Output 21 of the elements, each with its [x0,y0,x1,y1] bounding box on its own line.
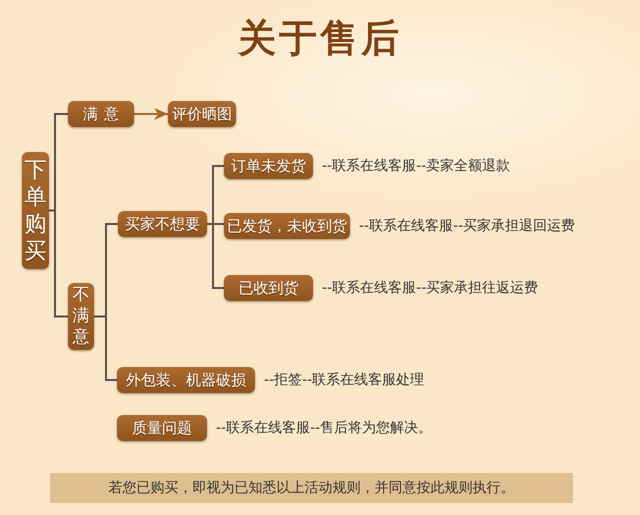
label-box: 订单未发货 [224,153,313,179]
title: 关于售后 [236,15,403,62]
note-text: --联系在线客服--卖家全额退款 [322,157,510,176]
label-box: 质量问题 [117,415,207,441]
arrow [134,108,168,120]
note-text: --联系在线客服--售后将为您解决。 [216,419,432,438]
label-box: 下单购买 [22,152,49,269]
label-box: 外包装、机器破损 [117,367,255,393]
note-text: --拒签--联系在线客服处理 [264,371,424,390]
label-box: 已收到货 [224,275,313,301]
label-box: 买家不想要 [118,211,207,237]
bracket-line [207,223,224,289]
note-text: --联系在线客服--买家承担退回运费 [359,217,576,236]
label-box: 满意 [68,101,134,127]
label-box: 已发货，未收到货 [224,213,350,239]
bracket-line [49,210,68,318]
label-box: 不满意 [68,283,94,350]
label-box: 评价晒图 [168,101,236,127]
note-text: --联系在线客服--买家承担往返运费 [322,279,538,298]
bracket-line [94,316,117,381]
notice-band: 若您已购买，即视为已知悉以上活动规则，并同意按此规则执行。 [50,473,573,503]
